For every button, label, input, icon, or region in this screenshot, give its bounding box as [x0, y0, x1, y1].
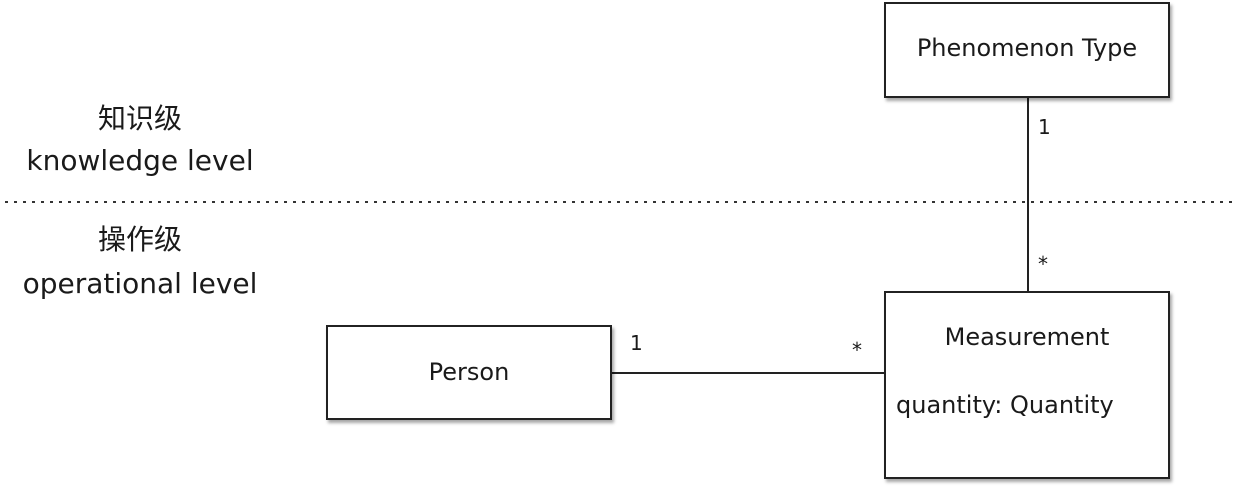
- multiplicity-person-end: 1: [630, 331, 643, 355]
- operational-level-zh: 操作级: [97, 223, 182, 256]
- operational-level-en: operational level: [22, 267, 258, 300]
- multiplicity-measurement-end-left: *: [852, 338, 862, 362]
- knowledge-level-zh: 知识级: [97, 102, 182, 135]
- class-person[interactable]: Person: [326, 325, 612, 420]
- class-name-measurement: Measurement: [944, 323, 1110, 351]
- multiplicity-phenomenon-end: 1: [1038, 115, 1051, 139]
- measurement-attribute: quantity: Quantity: [896, 391, 1114, 419]
- class-phenomenon-type[interactable]: Phenomenon Type: [884, 2, 1170, 98]
- operational-level-label: 操作级 operational level: [0, 220, 280, 308]
- knowledge-level-en: knowledge level: [26, 144, 254, 177]
- class-name-person: Person: [428, 358, 510, 386]
- class-measurement[interactable]: Measurement quantity: Quantity: [884, 291, 1170, 479]
- knowledge-level-label: 知识级 knowledge level: [0, 100, 280, 184]
- class-name-phenomenon-type: Phenomenon Type: [916, 34, 1138, 62]
- multiplicity-measurement-end-top: *: [1038, 252, 1048, 276]
